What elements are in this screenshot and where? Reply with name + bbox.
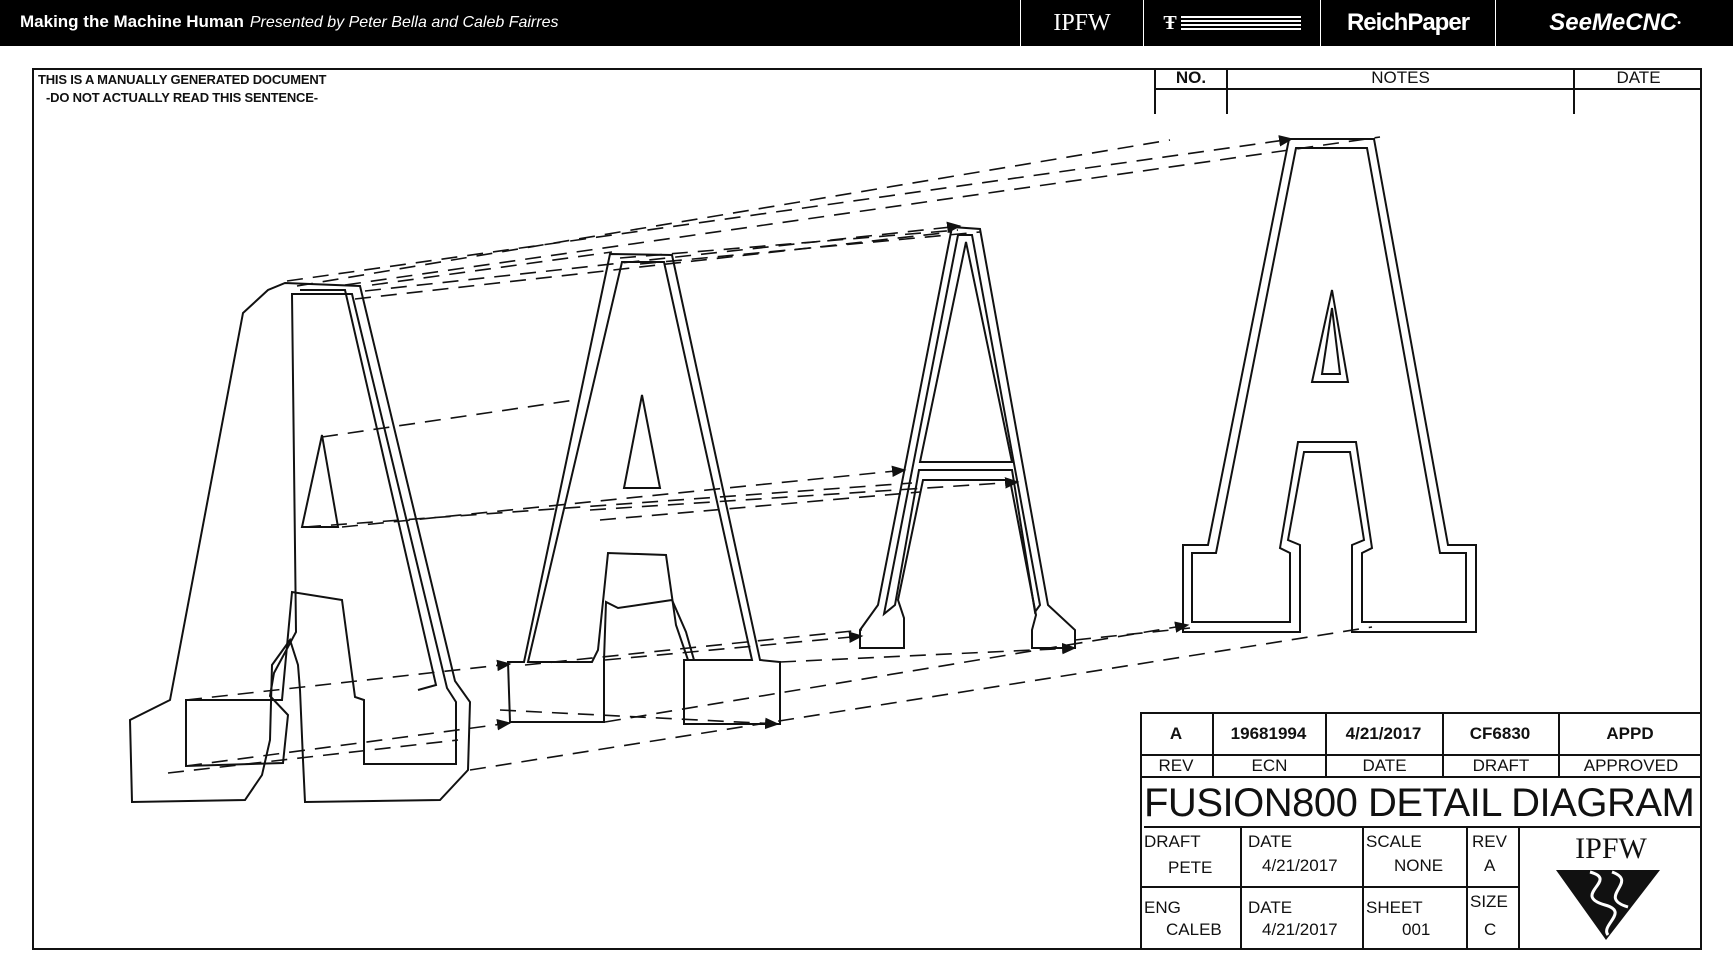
ipfw-logo: IPFW bbox=[1020, 0, 1143, 46]
drawing-frame bbox=[32, 68, 1702, 950]
projection-line bbox=[599, 491, 921, 521]
rev-block-label: REV bbox=[1472, 832, 1507, 851]
letter-a-3-inner bbox=[882, 234, 1042, 617]
ecn-value: 19681994 bbox=[1230, 724, 1307, 743]
seemecnc-logo: SeeMeCNC• bbox=[1495, 0, 1733, 46]
eng-label: ENG bbox=[1144, 898, 1181, 917]
letter-a-1-outline bbox=[128, 281, 472, 804]
letter-a-2-counter bbox=[622, 394, 662, 489]
projection-line bbox=[167, 739, 459, 774]
projection-line bbox=[1074, 627, 1191, 641]
title-block-border bbox=[1140, 712, 1702, 950]
projection-line bbox=[185, 718, 512, 767]
draft-label: DRAFT bbox=[1144, 832, 1201, 851]
letter-a-1-inner bbox=[185, 293, 457, 768]
projection-line bbox=[341, 465, 907, 528]
eng-value: CALEB bbox=[1166, 920, 1222, 939]
letter-a-3-counter bbox=[918, 241, 1014, 463]
projection-line bbox=[304, 482, 913, 528]
header-bar: Making the Machine Human Presented by Pet… bbox=[0, 0, 1733, 46]
letter-a-2-outline bbox=[506, 252, 781, 725]
projection-line bbox=[469, 626, 1373, 771]
projection-line bbox=[639, 231, 981, 265]
projection-line bbox=[524, 629, 863, 666]
ipfw-wave-logo-icon bbox=[1556, 870, 1660, 940]
rev-block-value: A bbox=[1484, 856, 1496, 875]
letter-a-4-inner bbox=[1191, 147, 1467, 623]
rev-value: A bbox=[1169, 724, 1183, 743]
letter-a-1-counter bbox=[300, 434, 340, 528]
projection-line bbox=[589, 477, 1020, 511]
letter-a-4 bbox=[1182, 138, 1477, 633]
approved-value: APPD bbox=[1606, 724, 1654, 743]
drawing-title: FUSION800 DETAIL DIAGRAM bbox=[1144, 778, 1702, 828]
rev-table-header-notes: NOTES bbox=[1226, 68, 1573, 90]
rev-table-cell bbox=[1226, 90, 1573, 114]
presentation-title: Making the Machine Human Presented by Pet… bbox=[20, 12, 558, 32]
projection-line bbox=[364, 221, 962, 292]
letter-a-4-counter-inner bbox=[1320, 307, 1342, 375]
projection-line bbox=[619, 229, 959, 259]
letter-a-1-edge bbox=[300, 289, 438, 691]
sheet-value: 001 bbox=[1402, 920, 1431, 939]
reichpaper-logo: ReichPaper bbox=[1320, 0, 1495, 46]
projection-line bbox=[344, 136, 1381, 286]
date2-label: DATE bbox=[1248, 898, 1293, 917]
projection-line bbox=[604, 631, 864, 661]
letter-a-2 bbox=[506, 252, 781, 725]
letter-a-4-counter bbox=[1310, 289, 1350, 383]
letter-a-4-outline bbox=[1182, 138, 1477, 633]
projection-line bbox=[185, 659, 512, 701]
type-high-logo-icon: Ŧ bbox=[1143, 0, 1320, 46]
projection-line bbox=[371, 251, 613, 286]
date2-value: 4/21/2017 bbox=[1262, 920, 1338, 939]
rev-label: REV bbox=[1140, 754, 1212, 778]
ecn-label: ECN bbox=[1212, 754, 1325, 778]
sheet-label: SHEET bbox=[1366, 898, 1423, 917]
projection-lines bbox=[167, 135, 1381, 774]
document-note-1: THIS IS A MANUALLY GENERATED DOCUMENT bbox=[38, 72, 327, 87]
rev-table-cell bbox=[1573, 90, 1702, 114]
projection-line bbox=[779, 642, 1077, 663]
letter-a-1 bbox=[128, 281, 472, 804]
approved-label: APPROVED bbox=[1558, 754, 1702, 778]
letter-a-3-outline bbox=[859, 225, 1076, 649]
projection-line bbox=[296, 139, 1171, 287]
projection-line bbox=[604, 621, 1190, 723]
rev-draft-label: DRAFT bbox=[1442, 754, 1558, 778]
draft-value: PETE bbox=[1168, 858, 1213, 877]
rev-draft-value: CF6830 bbox=[1469, 724, 1531, 743]
date-label: DATE bbox=[1248, 832, 1293, 851]
rev-table-cell bbox=[1154, 90, 1226, 114]
projection-line bbox=[286, 135, 1294, 282]
rev-date-value: 4/21/2017 bbox=[1345, 724, 1422, 743]
size-label: SIZE bbox=[1470, 892, 1508, 911]
scale-label: SCALE bbox=[1366, 832, 1422, 851]
projection-line bbox=[354, 231, 953, 300]
title-text: Making the Machine Human bbox=[20, 12, 244, 31]
date-value: 4/21/2017 bbox=[1262, 856, 1338, 875]
seemecnc-text: SeeMeCNC bbox=[1549, 9, 1678, 36]
rev-table-header-no: NO. bbox=[1154, 68, 1226, 90]
scale-value: NONE bbox=[1394, 856, 1444, 875]
rev-date-label: DATE bbox=[1325, 754, 1442, 778]
letter-a-3 bbox=[859, 225, 1076, 649]
projection-line bbox=[321, 399, 576, 438]
document-note-2: -DO NOT ACTUALLY READ THIS SENTENCE- bbox=[46, 90, 318, 105]
letter-a-2-inner bbox=[526, 261, 754, 663]
presenters-text: Presented by Peter Bella and Caleb Fairr… bbox=[249, 14, 559, 31]
ipfw-block-logo-text: IPFW bbox=[1575, 832, 1647, 865]
rev-table-header-date: DATE bbox=[1573, 68, 1702, 90]
size-value: C bbox=[1484, 920, 1497, 939]
